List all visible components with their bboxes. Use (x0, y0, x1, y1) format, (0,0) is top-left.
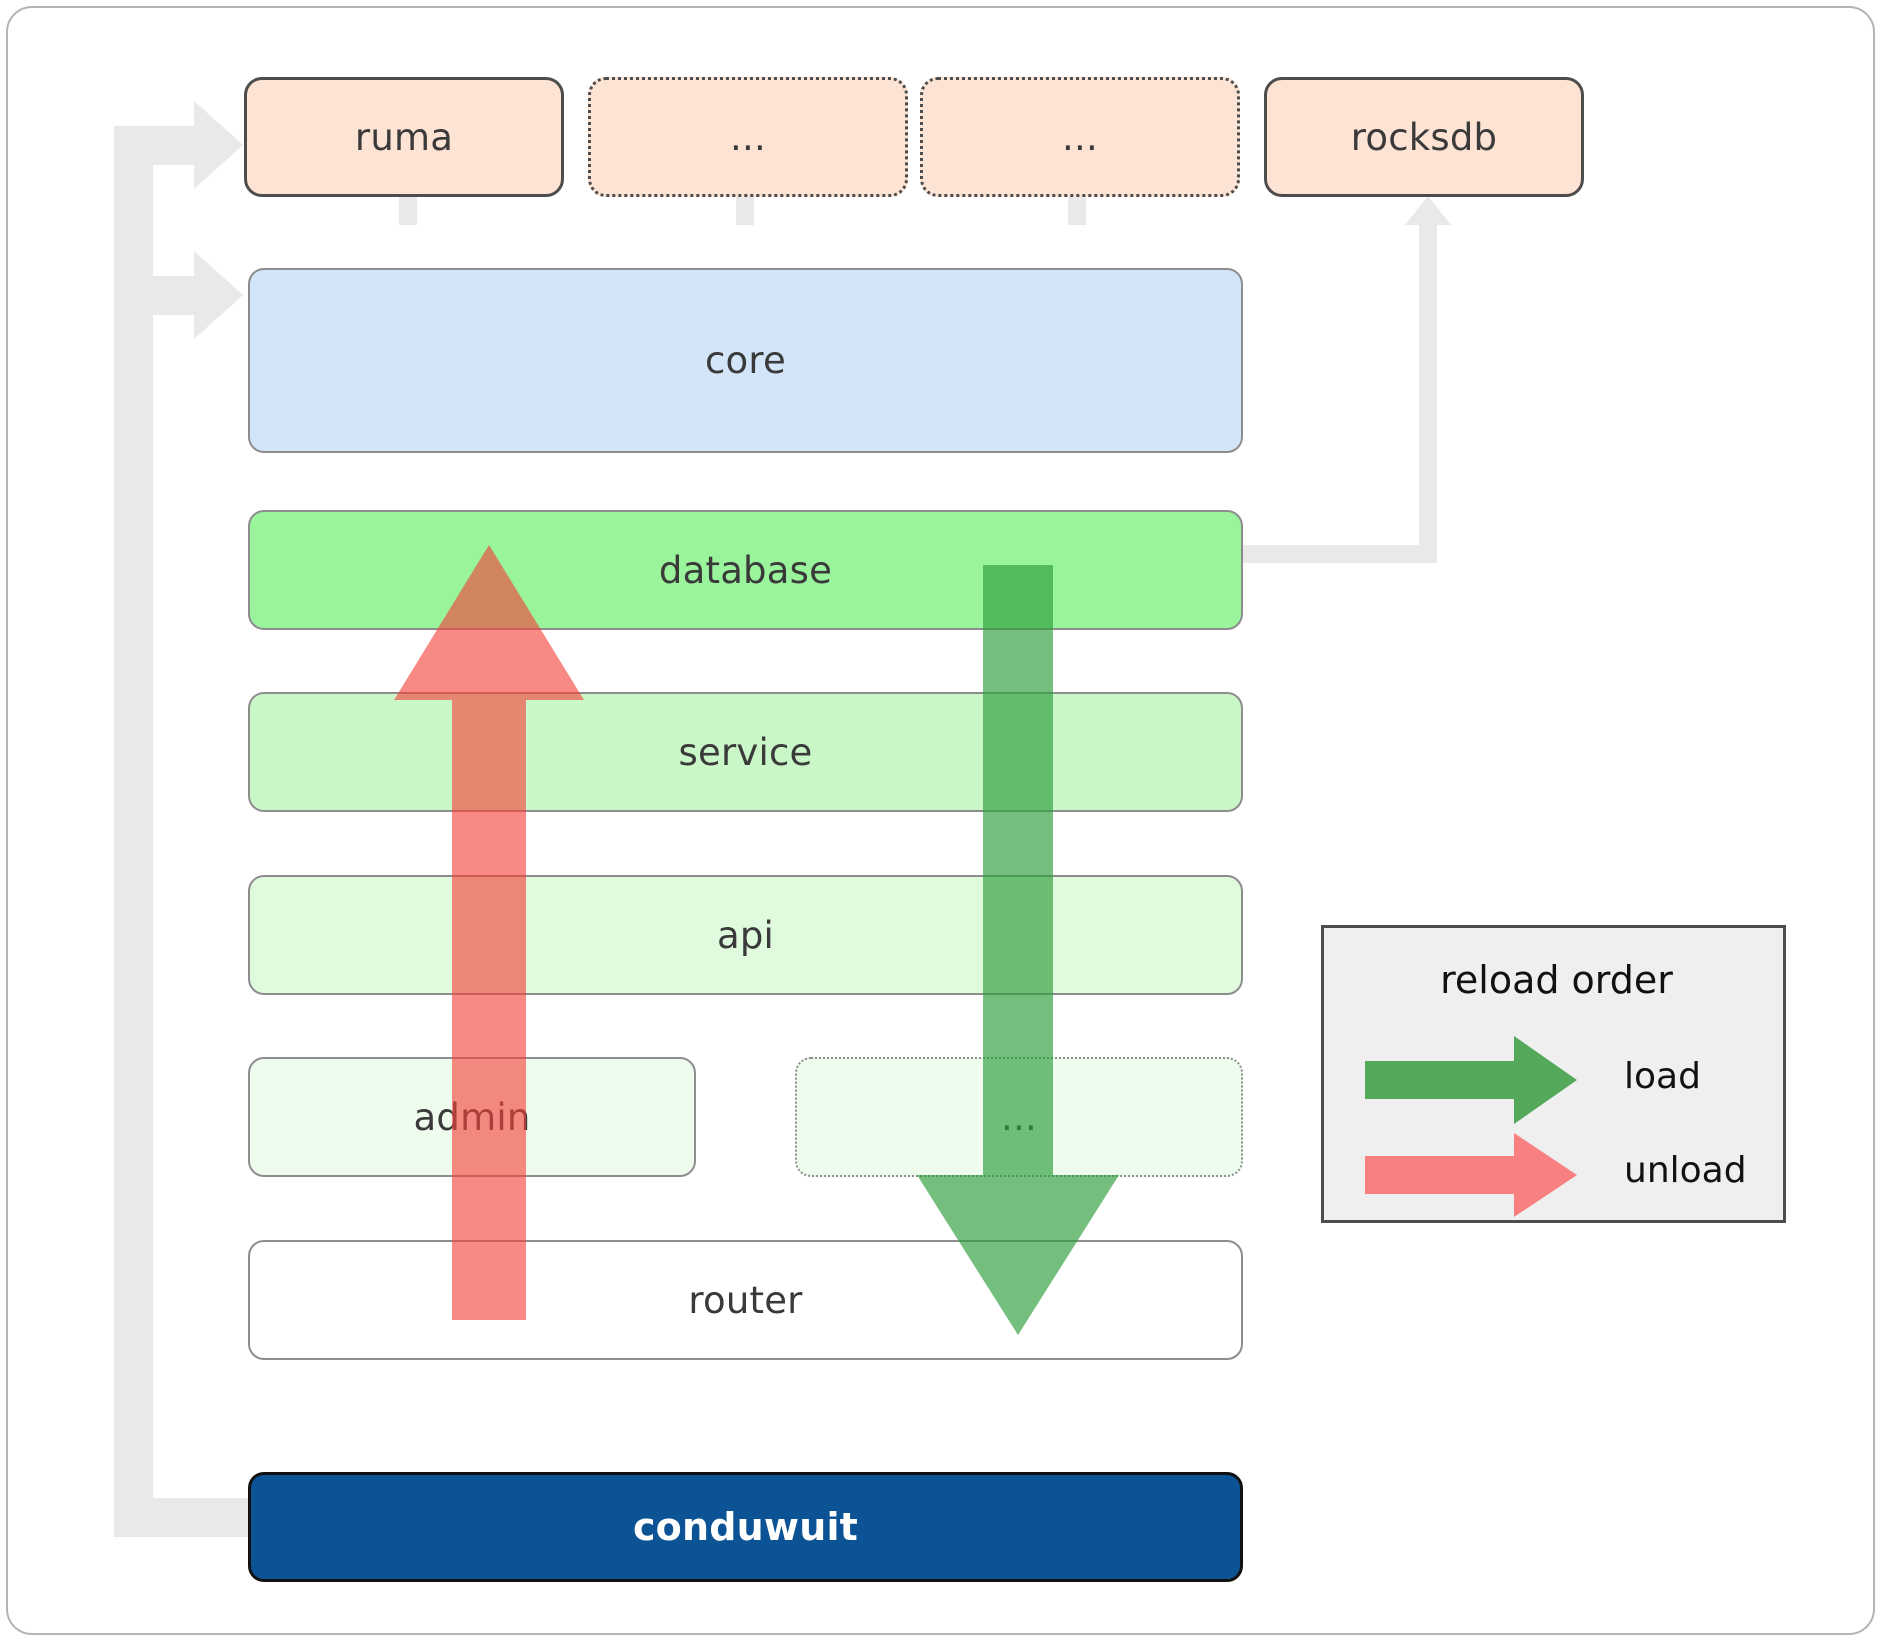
dep-label-ruma: ruma (354, 115, 454, 159)
layer-box-ellipsis[interactable]: ... (795, 1057, 1243, 1177)
legend-panel: reload order load unload (1321, 925, 1786, 1223)
layer-box-core[interactable]: core (248, 268, 1243, 453)
layer-box-router[interactable]: router (248, 1240, 1243, 1360)
dep-box-rocksdb[interactable]: rocksdb (1264, 77, 1584, 197)
diagram-frame (6, 6, 1875, 1635)
legend-label-load: load (1624, 1056, 1701, 1097)
dep-label-ellipsis-1: ... (730, 115, 766, 159)
dep-label-rocksdb: rocksdb (1350, 115, 1498, 159)
layer-label-service: service (678, 730, 813, 774)
dep-label-ellipsis-2: ... (1062, 115, 1098, 159)
layer-box-database[interactable]: database (248, 510, 1243, 630)
legend-label-unload: unload (1624, 1150, 1747, 1191)
app-box-conduwuit[interactable]: conduwuit (248, 1472, 1243, 1582)
dep-box-ruma[interactable]: ruma (244, 77, 564, 197)
layer-label-router: router (688, 1278, 803, 1322)
layer-box-service[interactable]: service (248, 692, 1243, 812)
layer-box-admin[interactable]: admin (248, 1057, 696, 1177)
legend-load-arrow (1365, 1036, 1577, 1124)
dep-box-ellipsis-1[interactable]: ... (588, 77, 908, 197)
layer-label-admin: admin (413, 1095, 531, 1139)
layer-label-api: api (716, 913, 775, 957)
layer-label-ellipsis: ... (1001, 1095, 1037, 1139)
legend-unload-arrow (1365, 1133, 1577, 1217)
legend-arrows (1365, 1036, 1577, 1217)
legend-title: reload order (1440, 958, 1673, 1002)
layer-label-core: core (705, 339, 786, 382)
app-label-conduwuit: conduwuit (632, 1505, 859, 1549)
layer-box-api[interactable]: api (248, 875, 1243, 995)
dep-box-ellipsis-2[interactable]: ... (920, 77, 1240, 197)
layer-label-database: database (658, 548, 833, 592)
